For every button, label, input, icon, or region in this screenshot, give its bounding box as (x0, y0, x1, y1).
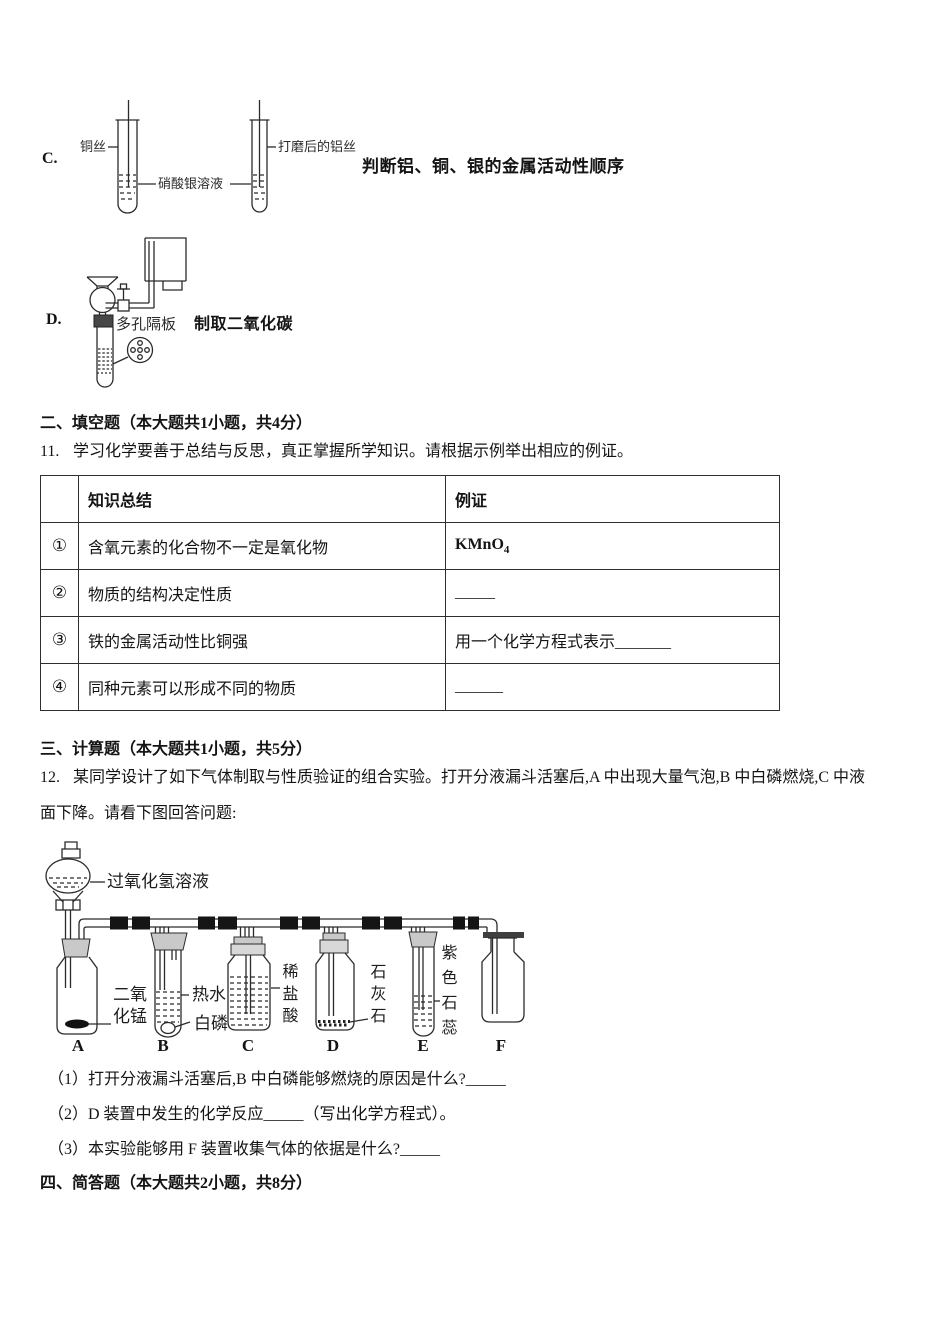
option-c-apparatus-svg (108, 100, 276, 214)
q12-apparatus-svg (45, 841, 525, 1038)
vessel-letter-c: C (241, 1036, 255, 1055)
option-c-caption: 判断铝、铜、银的金属活动性顺序 (362, 157, 625, 176)
porous-plate-label: 多孔隔板 (116, 317, 177, 333)
bottle-f (481, 937, 525, 1023)
dilute-hcl-label: 稀盐酸 (282, 964, 299, 1025)
q11-text: 学习化学要善于总结与反思，真正掌握所学知识。请根据示例举出相应的例证。 (73, 443, 634, 460)
row-summary: 物质的结构决定性质 (78, 569, 446, 617)
hot-water-liquid (156, 991, 180, 1023)
label-leader-lines (89, 881, 440, 1028)
table-header-example: 例证 (445, 475, 780, 523)
stopper-a (61, 938, 91, 958)
section-short-title: 四、简答题（本大题共2小题，共8分） (40, 1175, 313, 1192)
row-example: KMnO4 (445, 522, 780, 570)
knowledge-table: 知识总结 例证 ① 含氧元素的化合物不一定是氧化物 KMnO4 ② 物质的结构决… (40, 475, 780, 711)
limestone-label: 石灰石 (370, 964, 387, 1025)
row-summary: 铁的金属活动性比铜强 (78, 616, 446, 664)
q12-text-line2: 面下降。请看下图回答问题: (40, 805, 237, 822)
test-tube-aluminum-wire (249, 100, 270, 213)
test-tube-e (412, 947, 435, 1037)
option-d-diagram: 多孔隔板 (85, 233, 300, 398)
q12-apparatus-diagram: 过氧化氢溶液 二氧化锰 热水 白磷 稀盐酸 石灰石 紫色石蕊 A B C D E… (35, 838, 540, 1068)
silver-nitrate-label: 硝酸银溶液 (158, 176, 224, 191)
vessel-letter-e: E (417, 1036, 429, 1055)
aluminum-wire-label: 打磨后的铝丝 (278, 139, 357, 154)
rubber-stopper (93, 314, 114, 328)
chemical-formula-subscript: 4 (503, 544, 510, 557)
mno2-label: 二氧化锰 (113, 985, 147, 1026)
litmus-label: 紫色石蕊 (441, 945, 458, 1037)
litmus-liquid (414, 995, 433, 1027)
row-number: ② (40, 569, 79, 617)
table-row: ④ 同种元素可以形成不同的物质 ______ (40, 663, 780, 711)
q12-sub-question-2: （2）D 装置中发生的化学反应_____（写出化学方程式）。 (48, 1106, 456, 1123)
limestone-granules (318, 1020, 350, 1027)
option-d-letter: D. (46, 311, 62, 328)
row-summary: 同种元素可以形成不同的物质 (78, 663, 446, 711)
label-leader-lines (108, 146, 276, 185)
vessel-letter-d: D (326, 1036, 340, 1055)
row-number: ① (40, 522, 79, 570)
flask-a (56, 918, 98, 1035)
table-row: ① 含氧元素的化合物不一定是氧化物 KMnO4 (40, 522, 780, 570)
bottle-d (315, 952, 355, 1031)
peroxide-liquid (49, 877, 87, 888)
q12-sub-question-3: （3）本实验能够用 F 装置收集气体的依据是什么?_____ (48, 1141, 441, 1158)
table-row: ② 物质的结构决定性质 _____ (40, 569, 780, 617)
collection-bottle (144, 237, 187, 308)
hot-water-label: 热水 (192, 985, 226, 1004)
white-phosphorus-label: 白磷 (194, 1014, 228, 1033)
stopcock-valve (105, 283, 154, 312)
dilute-hcl-liquid (230, 976, 268, 1026)
bottle-c (227, 954, 271, 1031)
limestone-in-tube (98, 348, 112, 370)
option-d-apparatus-svg (86, 237, 187, 388)
stopper-e (408, 931, 438, 948)
vessel-letter-b: B (157, 1036, 169, 1055)
cap-c (230, 936, 266, 956)
row-example: 用一个化学方程式表示_______ (445, 616, 780, 664)
section-fill-title: 二、填空题（本大题共1小题，共4分） (40, 415, 313, 432)
q12-number: 12. (40, 769, 60, 786)
copper-wire-label: 铜丝 (80, 139, 107, 154)
row-number: ④ (40, 663, 79, 711)
stopper-b (150, 932, 188, 951)
section-calc-title: 三、计算题（本大题共1小题，共5分） (40, 741, 313, 758)
generator-test-tube (96, 327, 114, 388)
option-d-caption: 制取二氧化碳 (194, 316, 294, 333)
test-tube-copper-wire (115, 100, 140, 214)
rubber-connectors (110, 916, 479, 930)
table-header-row: 知识总结 例证 (40, 475, 780, 523)
lid-f (483, 932, 524, 938)
q12-sub-question-1: （1）打开分液漏斗活塞后,B 中白磷能够燃烧的原因是什么?_____ (48, 1071, 506, 1088)
q12-text-line1: 某同学设计了如下气体制取与性质验证的组合实验。打开分液漏斗活塞后,A 中出现大量… (73, 769, 866, 786)
separating-funnel (45, 841, 91, 988)
thistle-funnel (86, 276, 119, 315)
test-tube-b (154, 950, 182, 1038)
row-example: ______ (445, 663, 780, 711)
mno2-solid (65, 1019, 89, 1029)
silver-nitrate-liquid-1 (119, 174, 136, 200)
vessel-letter-f: F (495, 1036, 507, 1055)
option-c-letter: C. (42, 150, 58, 167)
table-header-summary: 知识总结 (78, 475, 446, 523)
porous-plate-detail (112, 336, 154, 365)
table-row: ③ 铁的金属活动性比铜强 用一个化学方程式表示_______ (40, 616, 780, 664)
cap-d (319, 932, 349, 954)
row-number: ③ (40, 616, 79, 664)
vessel-letter-a: A (71, 1036, 85, 1055)
chemical-formula: KMnO (455, 535, 504, 553)
q11-number: 11. (40, 443, 60, 460)
row-example: _____ (445, 569, 780, 617)
peroxide-label: 过氧化氢溶液 (107, 872, 209, 891)
row-summary: 含氧元素的化合物不一定是氧化物 (78, 522, 446, 570)
table-header-blank (40, 475, 79, 523)
option-c-diagram: 铜丝 硝酸银溶液 打磨后的铝丝 (40, 95, 620, 220)
